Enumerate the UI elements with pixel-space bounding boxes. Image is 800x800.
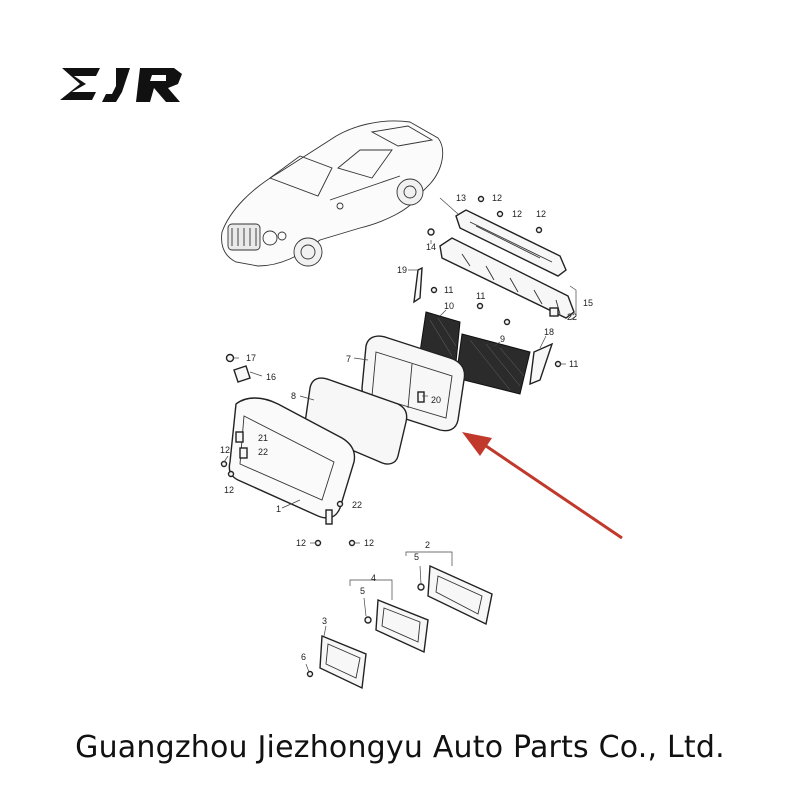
callout-13: 13 (456, 193, 466, 203)
license-bracket-4 (375, 598, 429, 654)
fasteners (220, 195, 562, 678)
callout-2: 2 (425, 540, 430, 550)
callout-12-e: 12 (492, 193, 502, 203)
callout-15: 15 (583, 298, 593, 308)
license-bracket-2 (427, 564, 493, 626)
callout-22-c: 22 (567, 312, 577, 322)
callout-1: 1 (276, 504, 281, 514)
callout-19: 19 (397, 265, 407, 275)
ejr-logo (60, 68, 182, 102)
clip-17 (225, 353, 235, 363)
leader-lines (223, 197, 577, 673)
callout-6: 6 (301, 652, 306, 662)
callout-10: 10 (444, 301, 454, 311)
callout-12-d: 12 (364, 538, 374, 548)
company-caption: Guangzhou Jiezhongyu Auto Parts Co., Ltd… (75, 730, 725, 765)
callout-22-b: 22 (352, 500, 362, 510)
callout-4: 4 (371, 573, 376, 583)
side-strip-19 (413, 266, 423, 304)
callout-5-a: 5 (414, 552, 419, 562)
callout-17: 17 (246, 353, 256, 363)
bracket-16 (233, 365, 251, 383)
license-bracket-3 (319, 634, 367, 690)
callout-22-a: 22 (258, 447, 268, 457)
upper-bracket-13 (455, 209, 567, 277)
callout-11-a: 11 (444, 285, 453, 295)
callout-21: 21 (258, 433, 268, 443)
callout-11-c: 11 (569, 359, 578, 369)
callout-18: 18 (544, 327, 554, 337)
red-arrow (462, 432, 623, 540)
callout-9: 9 (500, 334, 505, 344)
callout-20: 20 (431, 395, 441, 405)
side-strip-18 (529, 342, 554, 386)
callout-labels: 17 16 8 7 21 22 12 12 1 22 12 12 20 13 1… (220, 193, 593, 662)
callout-12-f: 12 (512, 209, 522, 219)
callout-12-b: 12 (224, 485, 234, 495)
callout-16: 16 (266, 372, 276, 382)
callout-5-b: 5 (360, 586, 365, 596)
callout-11-b: 11 (476, 291, 485, 301)
support-frame-15 (439, 237, 575, 319)
callout-3: 3 (322, 616, 327, 626)
bumper-cover-1 (228, 397, 356, 525)
callout-12-a: 12 (220, 445, 230, 455)
car-illustration (221, 120, 444, 267)
mesh-pattern (429, 317, 525, 391)
callout-12-c: 12 (296, 538, 306, 548)
callout-12-g: 12 (536, 209, 546, 219)
callout-7: 7 (346, 354, 351, 364)
callout-14: 14 (426, 242, 436, 252)
mesh-9 (455, 333, 531, 395)
callout-8: 8 (291, 391, 296, 401)
